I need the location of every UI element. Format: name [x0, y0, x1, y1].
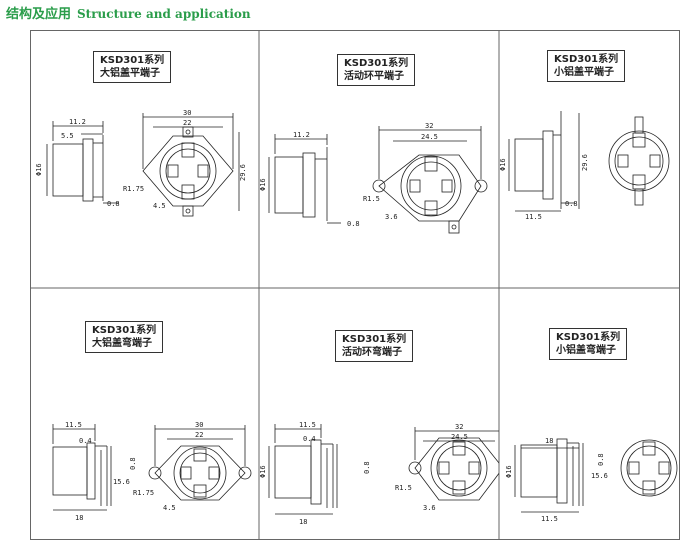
- dim-d2: 0.4: [303, 435, 316, 443]
- dim-w1: 32: [425, 122, 433, 130]
- dim-d2: 0.4: [79, 437, 92, 445]
- cell-small-cap-flat: KSD301系列 小铝盖平端子 Φ16 29.: [499, 31, 679, 288]
- dim-d1: 11.2: [293, 131, 310, 139]
- dim-phi: Φ16: [505, 465, 513, 478]
- dim-w2: 22: [195, 431, 203, 439]
- dim-d1: 11.5: [299, 421, 316, 429]
- dim-t: 0.8: [565, 200, 578, 208]
- drawing-large-cap-flat: 11.2 5.5 Φ16 0.8 30 22 29.6 R1.75 4.5: [35, 109, 247, 217]
- dim-d3: 18: [75, 514, 83, 522]
- series-text: KSD301系列: [100, 55, 165, 66]
- series-text: KSD301系列: [344, 58, 409, 69]
- series-text: KSD301系列: [342, 334, 407, 345]
- cell-small-cap-bent: KSD301系列 小铝盖弯端子 18 Φ16 0.8: [499, 288, 679, 539]
- model-label: KSD301系列 活动环弯端子: [335, 330, 414, 362]
- dim-d2: 5.5: [61, 132, 74, 140]
- dim-phi: Φ16: [259, 178, 267, 191]
- dim-d1: 11.2: [69, 118, 86, 126]
- dim-w1: 30: [183, 109, 191, 117]
- drawing-ring-bent: 11.5 0.4 Φ16 0.8 18 32 24.5 R1.5 3.6: [259, 421, 499, 526]
- heading-en: Structure and application: [77, 7, 251, 21]
- dim-w1: 32: [455, 423, 463, 431]
- drawing-small-cap-bent: 18 Φ16 0.8 15.6 11.5: [505, 437, 678, 523]
- model-name-text: 活动环弯端子: [342, 347, 402, 358]
- model-label: KSD301系列 小铝盖平端子: [547, 50, 626, 82]
- series-text: KSD301系列: [556, 332, 621, 343]
- diagram-grid: KSD301系列 大铝盖平端子: [30, 30, 680, 540]
- dim-phi: Φ16: [35, 163, 43, 176]
- dim-t: 0.8: [129, 457, 137, 470]
- dim-d3: 18: [545, 437, 553, 445]
- heading-zh: 结构及应用: [6, 7, 72, 22]
- dim-hole: 3.6: [385, 213, 398, 221]
- cell-large-cap-bent: KSD301系列 大铝盖弯端子: [31, 288, 259, 539]
- section-heading: 结构及应用 Structure and application: [6, 3, 251, 23]
- dim-r: R1.75: [133, 489, 154, 497]
- dim-t: 0.8: [107, 200, 120, 208]
- dim-h: 15.6: [113, 478, 130, 486]
- model-label: KSD301系列 大铝盖弯端子: [85, 321, 164, 353]
- dim-t: 0.8: [347, 220, 360, 228]
- dim-r: R1.5: [363, 195, 380, 203]
- model-label: KSD301系列 小铝盖弯端子: [549, 328, 628, 360]
- drawing-large-cap-bent: 11.5 0.4 0.8 15.6 18 30 22 R1.75 4.5: [52, 421, 252, 522]
- drawing-ring-flat: 11.2 Φ16 0.8 32 24.5 R1.5 3.6: [259, 122, 488, 234]
- model-name-text: 大铝盖弯端子: [92, 338, 152, 349]
- dim-h: 29.6: [239, 164, 247, 181]
- dim-hole: 4.5: [163, 504, 176, 512]
- dim-r: R1.75: [123, 185, 144, 193]
- model-name-text: 活动环平端子: [344, 71, 404, 82]
- model-name-text: 大铝盖平端子: [100, 68, 160, 79]
- dim-w2: 24.5: [421, 133, 438, 141]
- series-text: KSD301系列: [554, 54, 619, 65]
- dim-w2: 24.5: [451, 433, 468, 441]
- dim-d1: 11.5: [525, 213, 542, 221]
- dim-t: 0.8: [363, 461, 371, 474]
- dim-h: 29.6: [581, 154, 589, 171]
- dim-t: 0.8: [597, 453, 605, 466]
- dim-phi: Φ16: [499, 158, 507, 171]
- dim-d3: 18: [299, 518, 307, 526]
- dim-h: 15.6: [591, 472, 608, 480]
- model-name-text: 小铝盖弯端子: [556, 345, 616, 356]
- dim-hole: 4.5: [153, 202, 166, 210]
- dim-d1: 11.5: [65, 421, 82, 429]
- dim-d1: 11.5: [541, 515, 558, 523]
- model-label: KSD301系列 大铝盖平端子: [93, 51, 172, 83]
- dim-w2: 22: [183, 119, 191, 127]
- series-text: KSD301系列: [92, 325, 157, 336]
- cell-ring-flat: KSD301系列 活动环平端子: [259, 31, 499, 288]
- cell-large-cap-flat: KSD301系列 大铝盖平端子: [31, 31, 259, 288]
- dim-phi: Φ16: [259, 465, 267, 478]
- dim-w1: 30: [195, 421, 203, 429]
- drawing-small-cap-flat: Φ16 29.6 0.8 11.5: [499, 111, 670, 221]
- model-label: KSD301系列 活动环平端子: [337, 54, 416, 86]
- grid-lines: [31, 31, 679, 539]
- dim-hole: 3.6: [423, 504, 436, 512]
- dim-r: R1.5: [395, 484, 412, 492]
- model-name-text: 小铝盖平端子: [554, 67, 614, 78]
- cell-ring-bent: KSD301系列 活动环弯端子: [259, 288, 499, 539]
